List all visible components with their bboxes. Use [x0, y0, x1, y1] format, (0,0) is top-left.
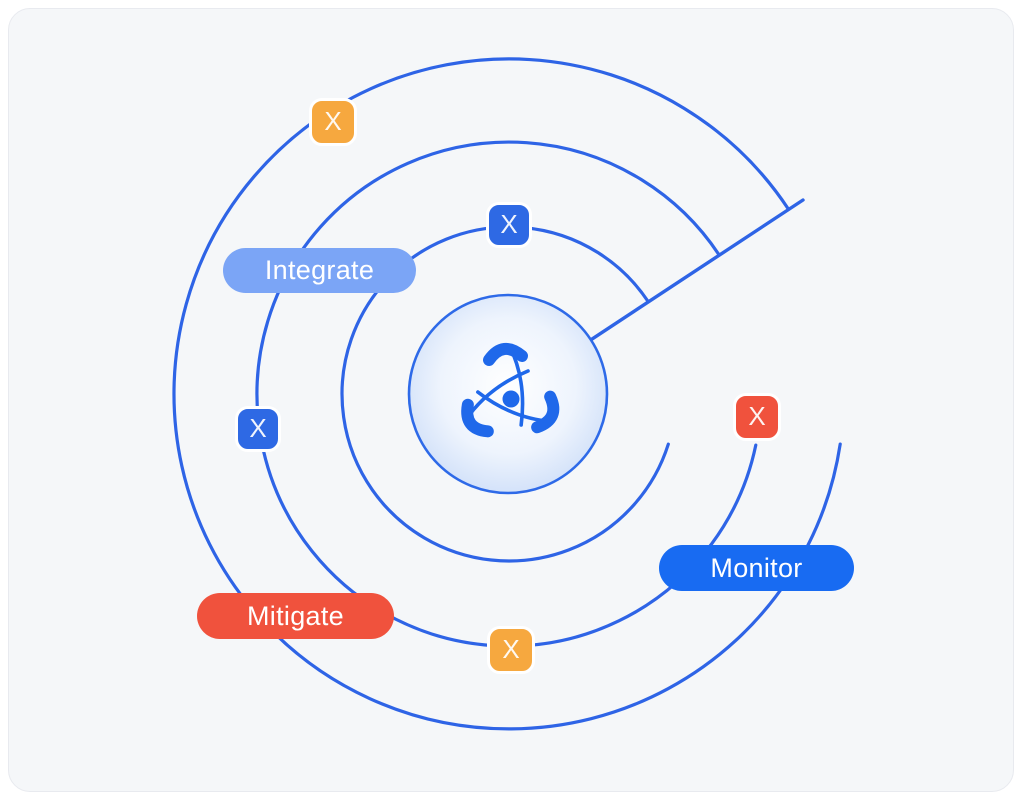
- x-marker-symbol: X: [324, 106, 342, 136]
- orbit-arcs: [172, 57, 842, 731]
- x-marker-inner-top: X: [486, 202, 532, 248]
- label-integrate: Integrate: [223, 248, 416, 293]
- atom-nucleus-dot: [502, 390, 520, 408]
- x-marker-middle-right: X: [733, 393, 781, 441]
- x-marker-middle-left: X: [235, 406, 281, 452]
- radial-line: [589, 198, 805, 342]
- x-marker-symbol: X: [502, 634, 520, 664]
- orbit-outer-arc: [172, 57, 842, 731]
- diagram-panel: Integrate Mitigate Monitor X X X X X: [8, 8, 1014, 792]
- x-marker-symbol: X: [748, 401, 766, 431]
- x-marker-symbol: X: [500, 209, 518, 239]
- x-marker-symbol: X: [249, 413, 267, 443]
- x-marker-outer-top: X: [309, 98, 357, 146]
- label-monitor: Monitor: [659, 545, 854, 591]
- label-mitigate: Mitigate: [197, 593, 394, 639]
- x-marker-middle-bottom: X: [487, 626, 535, 674]
- atom-logo-icon: [461, 343, 560, 438]
